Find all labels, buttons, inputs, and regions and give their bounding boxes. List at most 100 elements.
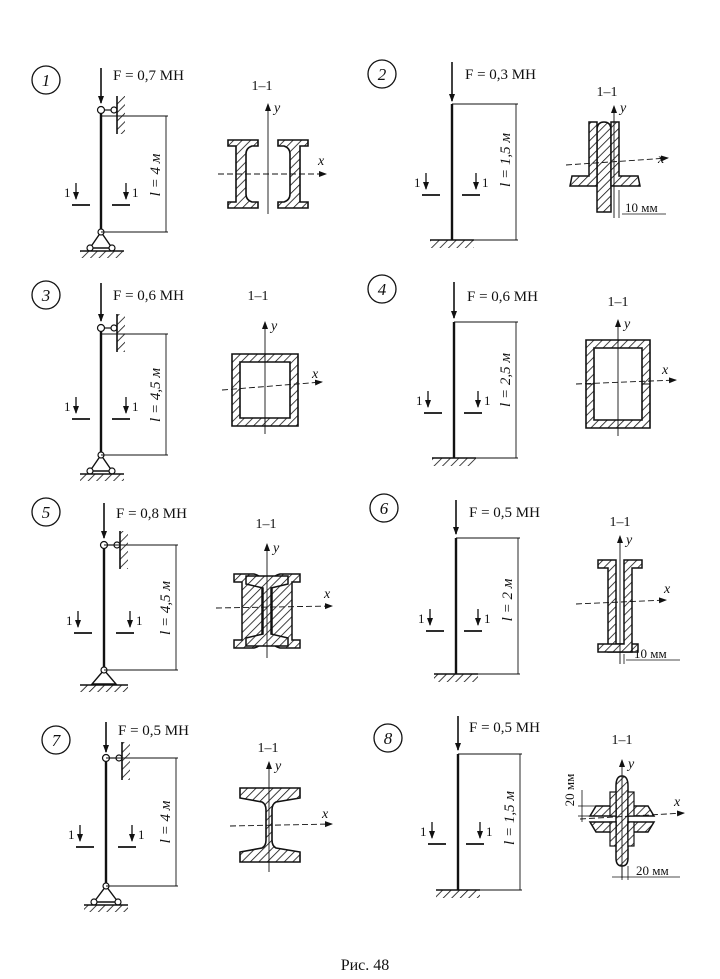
cut-label: 1	[484, 393, 491, 408]
problem-number: 4	[378, 280, 387, 299]
force-label: F = 0,7 МН	[113, 68, 184, 84]
problem-4: 4 F = 0,6 МН 1 1 l = 2,5 м 1–1 y x	[367, 274, 677, 466]
ground-hatch	[430, 240, 474, 248]
problem-number: 5	[42, 503, 51, 522]
section-title: 1–1	[258, 741, 279, 756]
problem-number-circle	[367, 274, 397, 304]
cut-label: 1	[132, 185, 139, 200]
ground-hatch	[436, 890, 480, 898]
axis-y-label: y	[622, 317, 631, 332]
wall-hatch	[117, 314, 125, 352]
length-label: l = 4 м	[148, 153, 164, 196]
ground-hatch	[432, 458, 476, 466]
ground-hatch	[84, 905, 128, 912]
cut-label: 1	[68, 827, 75, 842]
axis-x-label: x	[323, 587, 331, 602]
axis-x-label: x	[657, 152, 665, 167]
axis-y-label: y	[624, 533, 633, 548]
axis-x-label: x	[311, 367, 319, 382]
length-label: l = 2,5 м	[498, 353, 514, 407]
problem-number-circle	[369, 493, 399, 523]
length-label: l = 4 м	[158, 800, 174, 843]
wall-hatch	[117, 96, 125, 134]
force-label: F = 0,6 МН	[113, 288, 184, 304]
section-title: 1–1	[610, 515, 631, 530]
problem-number: 1	[42, 71, 51, 90]
length-label: l = 2 м	[500, 578, 516, 621]
ground-hatch	[80, 474, 124, 481]
problem-number: 2	[378, 65, 387, 84]
cut-label: 1	[484, 611, 491, 626]
cut-label: 1	[416, 393, 423, 408]
cut-label: 1	[414, 175, 421, 190]
length-label: l = 4,5 м	[148, 368, 164, 422]
cut-label: 1	[66, 613, 73, 628]
section-title: 1–1	[248, 289, 269, 304]
force-label: F = 0,3 МН	[465, 67, 536, 83]
axis-x-label: x	[663, 582, 671, 597]
cut-label: 1	[420, 824, 427, 839]
problem-number: 3	[41, 286, 51, 305]
force-label: F = 0,8 МН	[116, 506, 187, 522]
section-title: 1–1	[252, 79, 273, 94]
dimension-label: 10 мм	[625, 200, 658, 215]
problem-number: 8	[384, 729, 393, 748]
section-title: 1–1	[597, 85, 618, 100]
pinned-support	[88, 453, 114, 472]
length-label: l = 1,5 м	[502, 791, 518, 845]
problem-number: 7	[52, 731, 62, 750]
problem-number-circle	[367, 59, 397, 89]
problem-2: 2 F = 0,3 МН 1 1 l = 1,5 м 1–1 y x 10 мм	[367, 59, 669, 248]
axis-y-label: y	[269, 319, 278, 334]
problem-5: 5 F = 0,8 МН 1 1 l = 4,5 м 1–1 y x	[31, 497, 333, 692]
problem-number-circle	[31, 280, 61, 310]
axis-x-label: x	[673, 795, 681, 810]
axis-y-label: y	[271, 541, 280, 556]
axis-y-label: y	[626, 757, 635, 772]
cut-label: 1	[64, 185, 71, 200]
figure-caption: Рис. 48	[341, 957, 390, 974]
cut-label: 1	[482, 175, 489, 190]
force-label: F = 0,6 МН	[467, 289, 538, 305]
ground-hatch	[434, 674, 478, 682]
problem-8: 8 F = 0,5 МН 1 1 l = 1,5 м 1–1 y x	[373, 716, 685, 898]
cut-label: 1	[136, 613, 143, 628]
ground-hatch	[80, 685, 128, 692]
cut-label: 1	[138, 827, 145, 842]
cut-label: 1	[486, 824, 493, 839]
axis-x-label: x	[321, 807, 329, 822]
force-label: F = 0,5 МН	[118, 723, 189, 739]
force-label: F = 0,5 МН	[469, 505, 540, 521]
dimension-label: 20 мм	[636, 863, 669, 878]
axis-x-label: x	[661, 363, 669, 378]
dimension-label: 10 мм	[634, 646, 667, 661]
wall-hatch	[120, 531, 128, 569]
section-title: 1–1	[608, 295, 629, 310]
force-label: F = 0,5 МН	[469, 720, 540, 736]
pinned-support	[88, 230, 114, 249]
problem-7: 7 F = 0,5 МН 1 1 l = 4 м 1–1 y x	[41, 722, 333, 912]
problem-number-circle	[373, 723, 403, 753]
problem-number-circle	[31, 65, 61, 95]
problem-1: 1 F = 0,7 МН 1 1 l = 4 м 1–1	[31, 65, 327, 258]
pinned-support	[92, 884, 120, 903]
axis-y-label: y	[273, 759, 282, 774]
dimension-label: 20 мм	[562, 774, 577, 807]
axis-y-label: y	[618, 101, 627, 116]
problem-number-circle	[31, 497, 61, 527]
axis-y-label: y	[272, 101, 281, 116]
axis-x-label: x	[317, 154, 325, 169]
cut-label: 1	[132, 399, 139, 414]
section-title: 1–1	[612, 733, 633, 748]
top-hinge	[96, 105, 106, 115]
problem-number-circle	[41, 725, 71, 755]
cross-section-box-channels-tall	[585, 339, 651, 429]
length-label: l = 1,5 м	[498, 133, 514, 187]
problem-3: 3 F = 0,6 МН 1 1 l = 4,5 м 1–1 y	[31, 280, 323, 481]
pinned-support	[90, 668, 118, 685]
ground-hatch	[80, 251, 124, 258]
problem-6: 6 F = 0,5 МН 1 1 l = 2 м 1–1 y x 10 мм	[369, 493, 680, 682]
section-title: 1–1	[256, 517, 277, 532]
cut-label: 1	[64, 399, 71, 414]
cross-section-z-angles-plate	[597, 559, 643, 653]
